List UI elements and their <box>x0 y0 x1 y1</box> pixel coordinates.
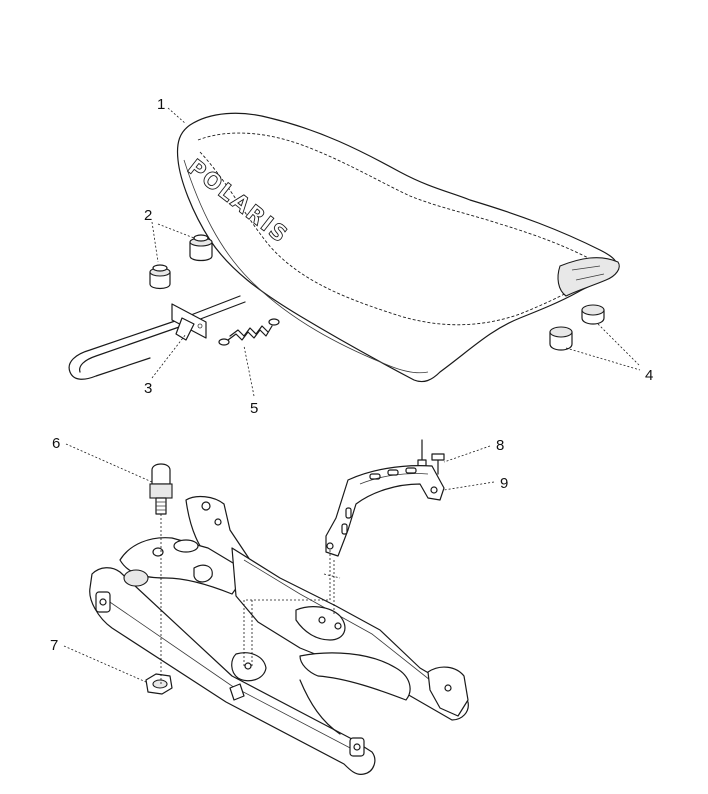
rear-bumper-pair <box>549 304 605 351</box>
callout-4: 4 <box>645 367 653 384</box>
callout-3: 3 <box>144 380 152 397</box>
grommet-pair-front <box>149 234 213 290</box>
callout-9: 9 <box>500 475 508 492</box>
seat: POLARIS <box>176 112 620 383</box>
nut <box>145 673 173 695</box>
callout-8: 8 <box>496 437 504 454</box>
latch-spring <box>218 318 280 346</box>
seat-latch-bracket <box>68 295 246 380</box>
callout-1: 1 <box>157 96 165 113</box>
callout-2: 2 <box>144 207 152 224</box>
subframe <box>89 495 469 775</box>
leader-lines <box>63 107 641 686</box>
callout-7: 7 <box>50 637 58 654</box>
callout-labels: 1 2 3 4 5 6 7 8 9 <box>50 96 653 654</box>
seat-support-bracket <box>325 465 445 557</box>
callout-6: 6 <box>52 435 60 452</box>
callout-5: 5 <box>250 400 258 417</box>
frame-bump-stop <box>149 463 173 515</box>
